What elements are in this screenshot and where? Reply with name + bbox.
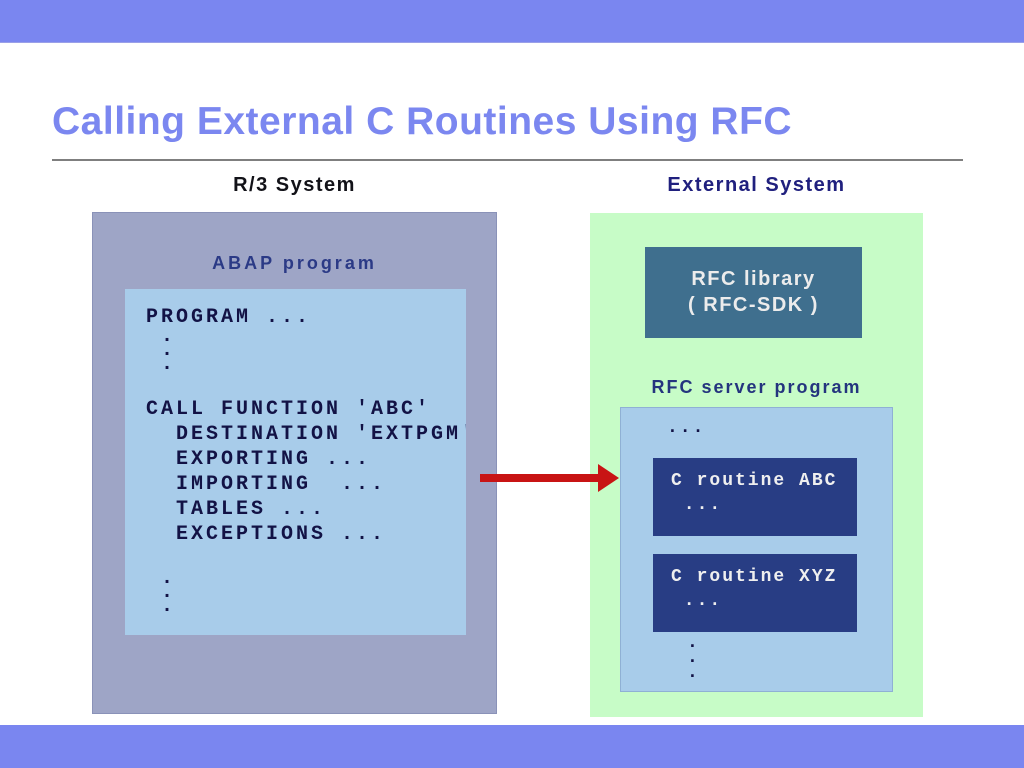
server-code-ellipsis: ... [667,418,706,438]
code-line: . [146,581,177,604]
c-routine-abc-body: ... [671,495,723,515]
code-line [146,547,466,572]
code-line: . [146,595,177,618]
code-line: EXPORTING ... [146,448,372,471]
c-routine-abc-box: C routine ABC ... [653,458,857,536]
code-line: PROGRAM ... [146,306,312,329]
rfc-library-line2: ( RFC-SDK ) [688,294,819,316]
external-system-heading: External System [667,174,846,196]
r3-system-heading: R/3 System [233,174,356,196]
arrow-head [598,464,619,492]
code-line: TABLES ... [146,498,327,521]
code-line: . [687,633,700,653]
rfc-server-program-label: RFC server program [651,377,862,397]
code-line: CALL FUNCTION 'ABC' [146,398,432,421]
c-routine-xyz-box: C routine XYZ ... [653,554,857,632]
slide-top-bar [0,0,1024,43]
c-routine-xyz-body: ... [671,591,723,611]
slide-title: Calling External C Routines Using RFC [52,100,793,143]
server-trailing-dots: ... [687,633,700,683]
code-line: . [146,567,177,590]
code-line: . [146,353,177,376]
code-line [146,372,466,397]
code-line: . [687,648,700,668]
c-routine-xyz-name: C routine XYZ [671,567,838,587]
code-line: . [146,339,177,362]
code-line: . [687,663,700,683]
c-routine-abc-name: C routine ABC [671,471,838,491]
code-line: IMPORTING ... [146,473,387,496]
rfc-call-arrow-icon [480,464,619,492]
arrow-shaft [480,474,598,482]
rfc-library-box: RFC library ( RFC-SDK ) [645,247,862,338]
abap-program-label: ABAP program [212,253,377,273]
abap-code-block: PROGRAM ... . . . CALL FUNCTION 'ABC' DE… [125,289,466,635]
code-line: DESTINATION 'EXTPGM' [146,423,466,446]
slide-bottom-bar [0,725,1024,768]
code-line: EXCEPTIONS ... [146,523,387,546]
rfc-library-line1: RFC library [691,268,816,290]
rfc-server-program-box: ... C routine ABC ... C routine XYZ ... … [620,407,893,692]
title-divider-line [52,159,963,161]
code-line: . [146,325,177,348]
